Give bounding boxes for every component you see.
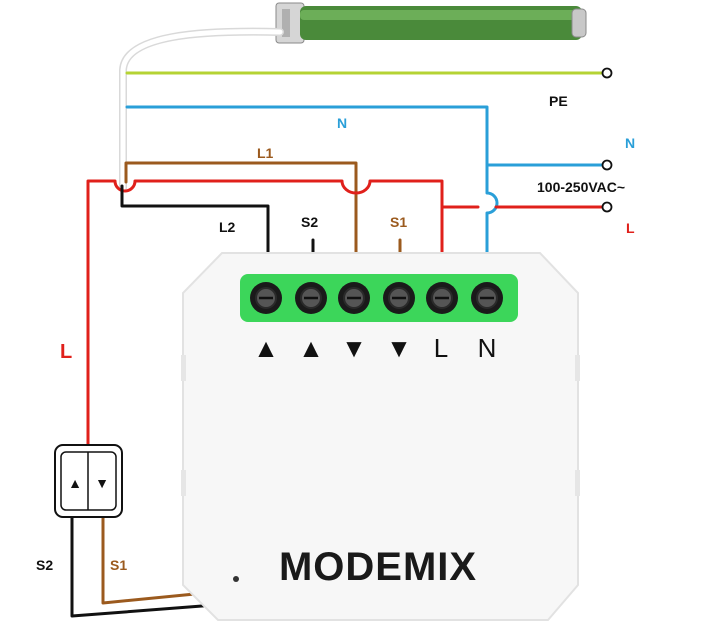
terminal-label-3: ▼ xyxy=(341,333,367,363)
terminal-screw-4 xyxy=(383,282,415,314)
l1-label: L1 xyxy=(257,145,274,161)
voltage-label: 100-250VAC~ xyxy=(537,179,625,195)
s2-bottom-label: S2 xyxy=(36,557,53,573)
l-left-label: L xyxy=(60,341,72,363)
terminal-screw-2 xyxy=(295,282,327,314)
s1-top-label: S1 xyxy=(390,214,407,230)
n-terminal xyxy=(601,159,613,171)
switch-down-label: ▼ xyxy=(95,475,109,491)
terminal-label-4: ▼ xyxy=(386,333,412,363)
n-supply-label: N xyxy=(625,135,635,151)
terminal-label-2: ▲ xyxy=(298,333,324,363)
relay-module xyxy=(181,252,580,621)
terminal-screw-6 xyxy=(471,282,503,314)
switch-up-label: ▲ xyxy=(68,475,82,491)
motor-cable xyxy=(119,27,284,192)
terminal-label-5: L xyxy=(434,333,448,363)
pe-terminal xyxy=(601,67,613,79)
terminal-screw-5 xyxy=(426,282,458,314)
up-down-switch-icon: ▲ ▼ xyxy=(54,444,123,518)
s2-top-label: S2 xyxy=(301,214,318,230)
live-wire xyxy=(86,179,444,447)
neutral-wire xyxy=(125,105,499,282)
s1-bottom-label: S1 xyxy=(110,557,127,573)
terminal-screws xyxy=(250,282,503,314)
l2-wire xyxy=(120,184,270,282)
l-terminal xyxy=(601,201,613,213)
s1-switch-wire xyxy=(101,513,207,605)
terminal-screw-1 xyxy=(250,282,282,314)
terminal-screw-3 xyxy=(338,282,370,314)
tubular-motor-icon xyxy=(275,2,587,44)
n-top-label: N xyxy=(337,115,347,131)
l1-wire xyxy=(124,161,358,282)
terminal-label-1: ▲ xyxy=(253,333,279,363)
brand-logo: MODEMIX xyxy=(279,545,477,589)
l2-label: L2 xyxy=(219,219,236,235)
terminal-label-6: N xyxy=(478,333,497,363)
s2-switch-wire xyxy=(70,513,217,618)
l-supply-label: L xyxy=(626,220,635,236)
pe-label: PE xyxy=(549,93,568,109)
